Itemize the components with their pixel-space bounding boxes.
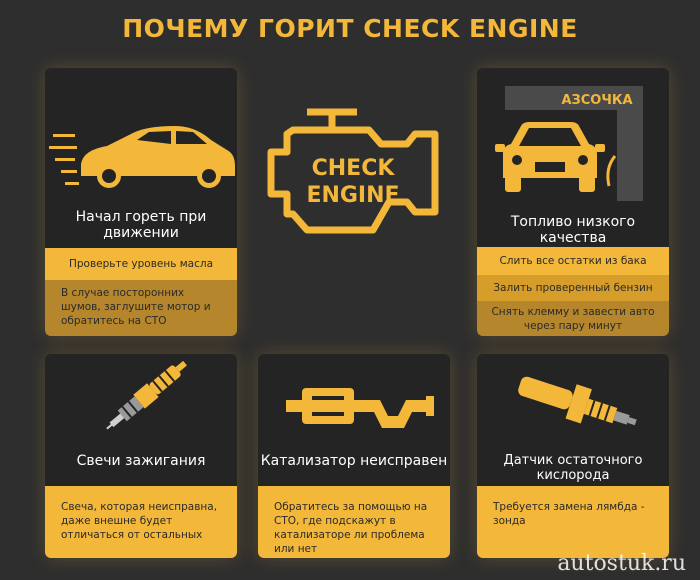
watermark: autostuk.ru [557,551,686,576]
card-catalyst-label: Катализатор неисправен [260,453,448,469]
engine-text: ENGINE [306,183,399,208]
card-spark-plugs-label: Свечи зажигания [76,453,206,469]
card-oxygen-sensor-label: Датчик остаточного кислорода [503,453,643,483]
check-text: CHECK [312,156,396,181]
reset-battery-tip: Снять клемму и завести авто через пару м… [477,301,669,336]
drain-fuel-tip: Слить все остатки из бака [477,247,669,275]
oxygen-sensor-icon [518,376,637,426]
page-title: ПОЧЕМУ ГОРИТ CHECK ENGINE [122,14,578,43]
spark-plug-tip: Свеча, которая неисправна, даже внешне б… [45,486,237,558]
check-engine-icon: CHECK ENGINE [267,108,439,234]
oil-level-tip: Проверьте уровень масла [45,248,237,280]
gas-station-sign: АЗСОЧКА [561,93,632,108]
card-catalyst: Катализатор неисправен Обратитесь за пом… [258,354,450,558]
card-spark-plugs: Свечи зажигания Свеча, которая неисправн… [45,354,237,558]
gas-station-icon: АЗСОЧКА [495,86,643,201]
noise-tip: В случае посторонних шумов, заглушите мо… [45,280,237,336]
card-fuel-label: Топливо низкого качества [510,214,636,246]
car-icon [49,126,235,188]
spark-plug-icon [106,360,187,430]
catalyst-icon [286,388,434,428]
card-oxygen-sensor: Датчик остаточного кислорода Требуется з… [477,354,669,558]
new-fuel-tip: Залить проверенный бензин [477,275,669,301]
catalyst-tip: Обратитесь за помощью на СТО, где подска… [258,486,450,558]
card-driving-label: Начал гореть при движении [75,209,207,241]
card-driving: Начал гореть при движении Проверьте уров… [45,68,237,336]
card-fuel: АЗСОЧКА Топливо низкого качества Слить в… [477,68,669,336]
oxygen-sensor-tip: Требуется замена лямбда - зонда [477,486,669,558]
